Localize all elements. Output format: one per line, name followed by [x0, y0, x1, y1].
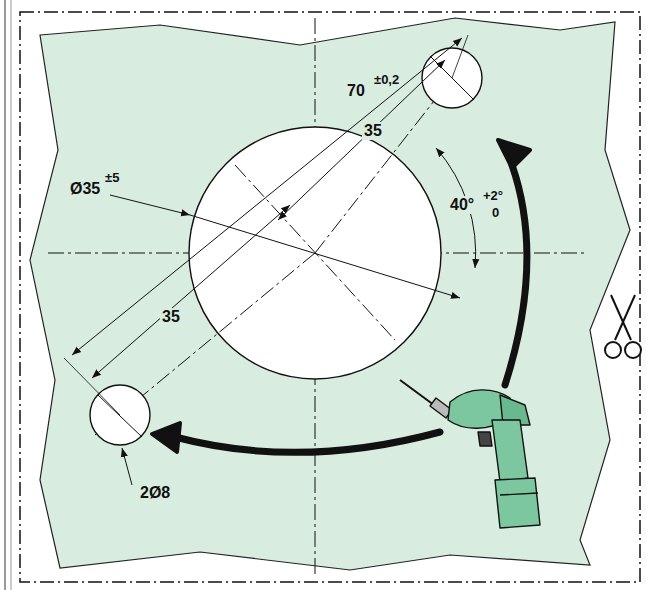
dimension-label: ±5 — [103, 170, 121, 185]
dimension-label: Ø35 — [68, 180, 102, 198]
dimension-label: 2Ø8 — [138, 484, 172, 502]
dimension-label: 0 — [490, 205, 501, 220]
dimension-label: 35 — [160, 308, 182, 326]
dimension-label: 40° — [448, 196, 476, 214]
dimension-label: +2° — [481, 188, 505, 203]
dimension-label: ±0,2 — [372, 72, 401, 87]
scissors-symbol — [605, 295, 641, 358]
dimension-label: 70 — [345, 82, 367, 100]
dimension-label: 35 — [362, 122, 384, 140]
